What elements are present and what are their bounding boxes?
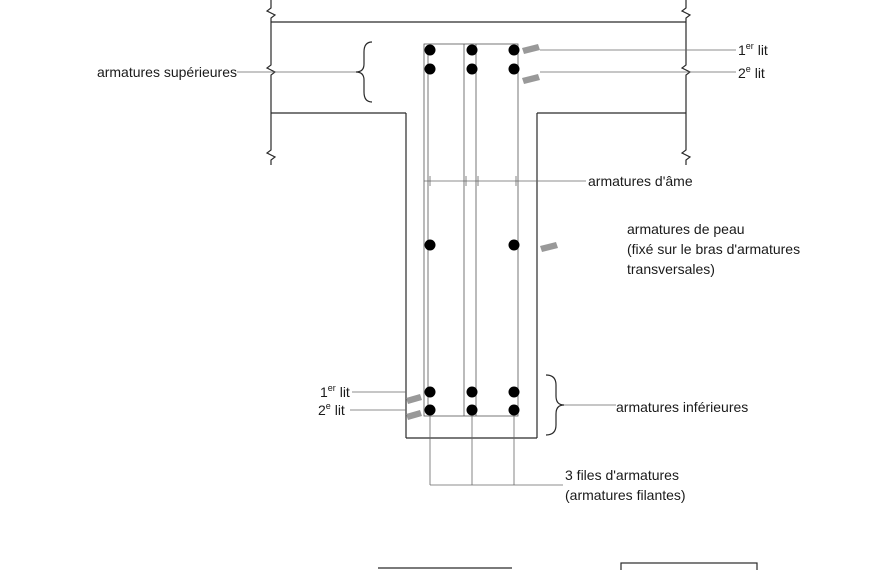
top-bar-2-1 <box>424 63 436 75</box>
top-bars-brace <box>237 41 373 103</box>
bottom-layer1-label: 1er lit <box>320 383 350 400</box>
top-bars <box>424 44 520 75</box>
bottom-bars <box>424 386 520 416</box>
skin-bars <box>424 239 520 251</box>
continuous-bars-leader <box>429 416 563 486</box>
top-bar-2-2 <box>466 63 478 75</box>
skin-bars-label-line1: armatures de peau <box>627 221 745 237</box>
bottom-layer2-label: 2e lit <box>318 401 345 418</box>
top-bar-1-2 <box>466 44 478 56</box>
bottom-bar-1-3 <box>508 386 520 398</box>
continuous-bars-label-line2: (armatures filantes) <box>565 487 686 503</box>
top-layer1-label: 1er lit <box>738 41 768 58</box>
bottom-bar-1-1 <box>424 386 436 398</box>
stirrup-cage <box>423 43 519 417</box>
pointer-marks <box>406 44 558 420</box>
slab-outline <box>265 0 692 165</box>
web-outline <box>405 113 538 439</box>
skin-bars-label-line2: (fixé sur le bras d'armatures <box>627 241 800 257</box>
bottom-bar-2-2 <box>466 404 478 416</box>
web-bars-label: armatures d'âme <box>588 173 693 189</box>
top-bar-1-3 <box>508 44 520 56</box>
skin-bars-label-line3: transversales) <box>627 261 715 277</box>
continuous-bars-label-line1: 3 files d'armatures <box>565 467 679 483</box>
skin-bar-left <box>424 239 436 251</box>
bottom-bar-2-1 <box>424 404 436 416</box>
bottom-bar-2-3 <box>508 404 520 416</box>
top-bar-2-3 <box>508 63 520 75</box>
bottom-bar-1-2 <box>466 386 478 398</box>
top-layer2-label: 2e lit <box>738 64 765 81</box>
web-bars-leader <box>424 176 586 186</box>
bottom-partial-elements <box>378 562 758 570</box>
top-bar-1-1 <box>424 44 436 56</box>
bottom-bars-brace <box>545 374 616 436</box>
skin-bar-right <box>508 239 520 251</box>
bottom-bars-label: armatures inférieures <box>616 399 748 415</box>
top-bars-label: armatures supérieures <box>97 64 237 80</box>
